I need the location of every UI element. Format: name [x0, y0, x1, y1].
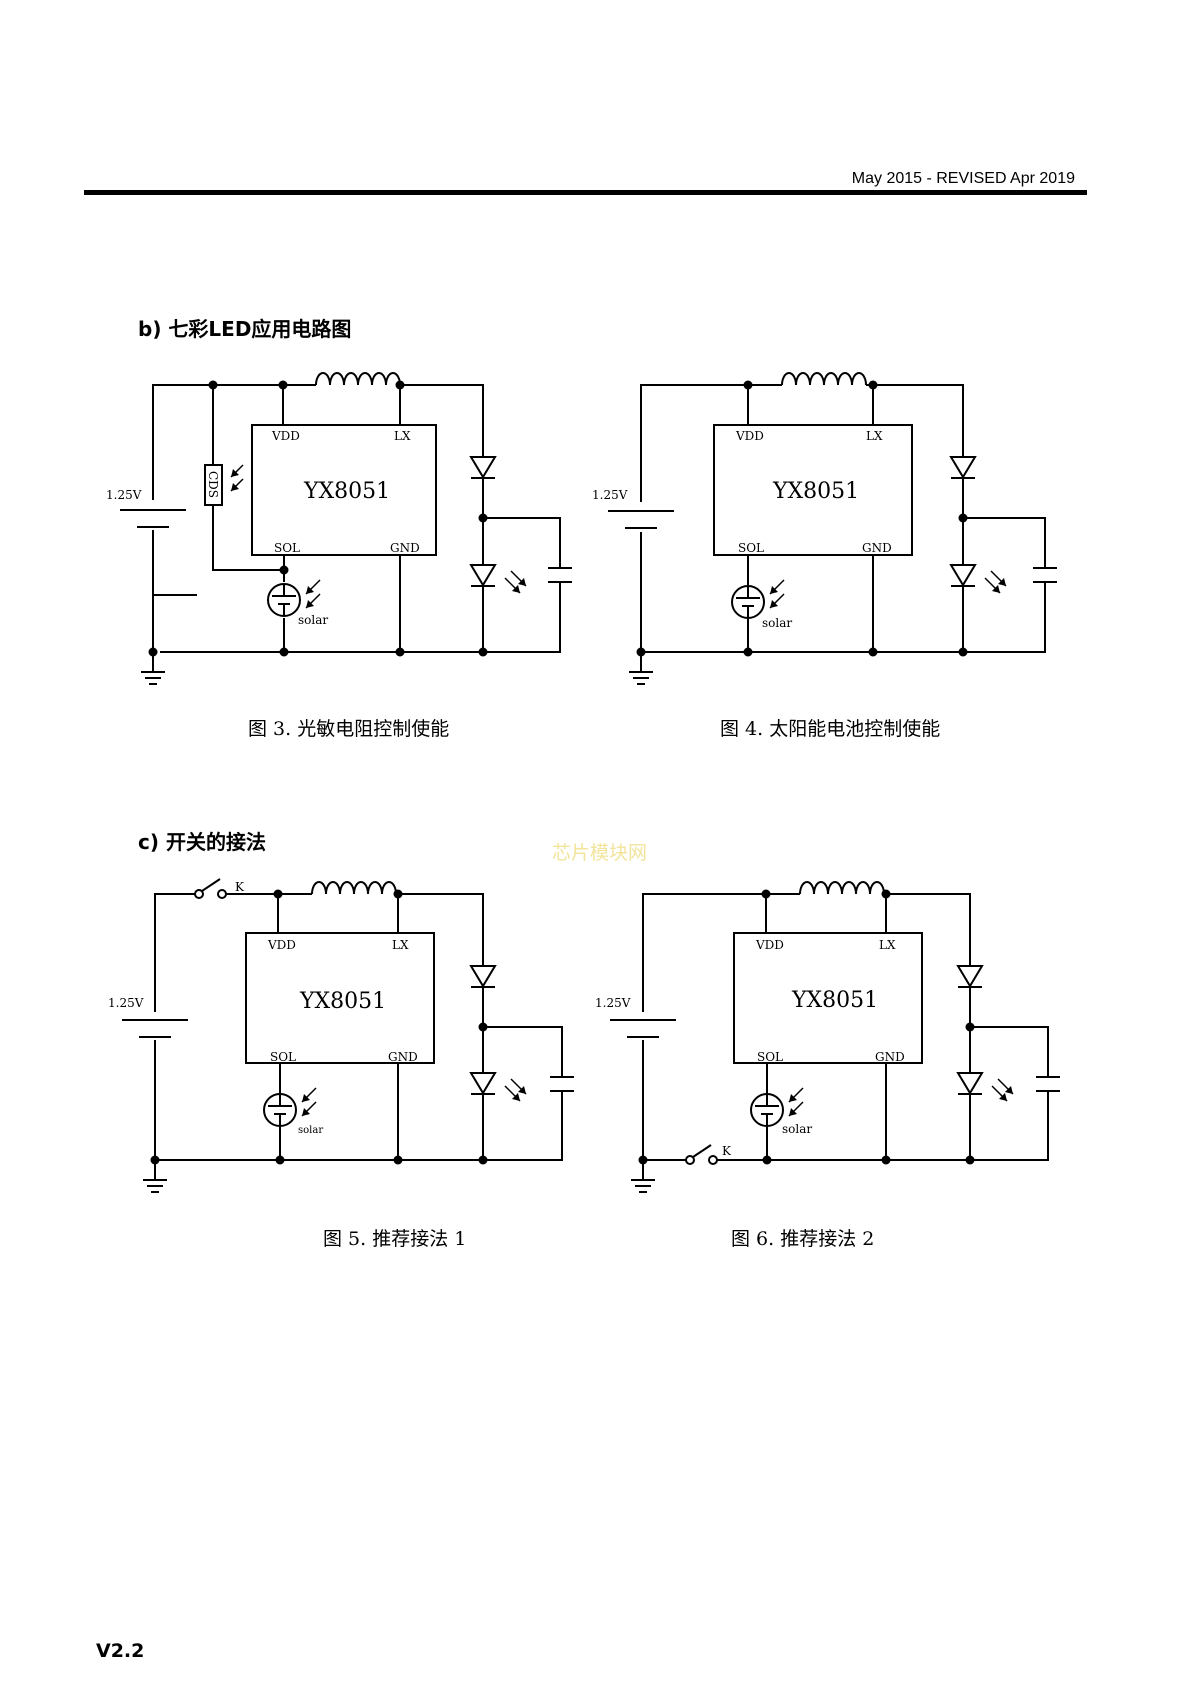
section-c-title: c) 开关的接法: [138, 830, 266, 854]
fig4-chip-name: YX8051: [772, 479, 859, 504]
fig5-switch-label: K: [235, 880, 245, 894]
fig3-junction-dots: [148, 380, 488, 657]
fig3-led-emit-arrows-icon: [504, 570, 527, 594]
fig4-lx-label: LX: [866, 429, 883, 443]
fig3-led-bottom: [469, 564, 497, 587]
fig6-inductor: [799, 881, 885, 895]
fig6-led-top: [956, 965, 984, 988]
fig6-battery-label: 1.25V: [595, 996, 631, 1010]
figure-6-caption: 图 6. 推荐接法 2: [731, 1228, 875, 1250]
fig4-vdd-label: VDD: [735, 429, 764, 443]
figure-4-caption: 图 4. 太阳能电池控制使能: [720, 718, 941, 740]
fig3-chip-name: YX8051: [303, 479, 390, 504]
fig4-junction-dots: [636, 380, 968, 657]
fig6-switch-label: K: [722, 1144, 732, 1158]
fig5-switch[interactable]: [194, 878, 227, 899]
fig5-battery-label: 1.25V: [108, 996, 144, 1010]
fig6-chip-name: YX8051: [791, 988, 878, 1013]
fig6-gnd-label: GND: [875, 1050, 905, 1064]
fig5-sol-label: SOL: [270, 1050, 296, 1064]
fig4-solar-light-arrows-icon: [769, 579, 785, 609]
fig3-cds-label: CDS: [206, 471, 220, 498]
fig6-solar-cell: [750, 1093, 784, 1127]
fig4-ground-icon: [629, 671, 653, 685]
fig4-gnd-label: GND: [862, 541, 892, 555]
fig6-solar-light-arrows-icon: [788, 1087, 804, 1117]
fig3-led-top: [469, 456, 497, 479]
fig4-led-top: [949, 456, 977, 479]
fig6-led-emit-arrows-icon: [991, 1078, 1014, 1102]
section-b-title: b) 七彩LED应用电路图: [138, 317, 352, 341]
fig4-sol-label: SOL: [738, 541, 764, 555]
watermark: 芯片模块网: [552, 842, 648, 864]
fig5-chip-box: [245, 932, 435, 1064]
fig6-vdd-label: VDD: [755, 938, 784, 952]
fig5-vdd-label: VDD: [267, 938, 296, 952]
header-rule: [84, 190, 1087, 195]
fig6-junction-dots: [638, 889, 975, 1165]
fig5-solar-cell: [263, 1093, 297, 1127]
fig5-ground-icon: [143, 1179, 167, 1193]
fig6-solar-label: solar: [782, 1122, 812, 1136]
fig4-led-emit-arrows-icon: [984, 570, 1007, 594]
fig4-capacitor: [1033, 567, 1057, 583]
fig6-switch[interactable]: [685, 1144, 718, 1165]
fig4-battery-label: 1.25V: [592, 488, 628, 502]
fig4-battery: [608, 502, 674, 532]
footer-version: V2.2: [96, 1640, 145, 1662]
fig3-vdd-label: VDD: [271, 429, 300, 443]
fig6-ground-icon: [631, 1179, 655, 1193]
fig4-solar-cell: [731, 585, 765, 619]
fig6-battery: [610, 1012, 676, 1040]
fig3-cds-resistor: CDS: [204, 464, 223, 506]
fig3-solar-label: solar: [298, 613, 328, 627]
fig3-battery: [120, 500, 186, 530]
fig3-inductor: [315, 372, 401, 386]
fig3-battery-label: 1.25V: [106, 488, 142, 502]
fig3-solar-light-arrows-icon: [305, 579, 321, 609]
fig5-junction-dots: [150, 889, 488, 1165]
fig5-led-bottom: [469, 1072, 497, 1095]
fig5-chip-name: YX8051: [299, 989, 386, 1014]
fig5-capacitor: [550, 1076, 574, 1092]
fig5-led-top: [469, 965, 497, 988]
fig3-ground-icon: [141, 671, 165, 685]
fig5-lx-label: LX: [392, 938, 409, 952]
fig5-solar-label: solar: [298, 1125, 323, 1136]
fig6-wires: [642, 893, 1049, 1180]
fig3-chip-box: [251, 424, 437, 556]
fig4-solar-label: solar: [762, 616, 792, 630]
fig3-solar-cell: [267, 583, 301, 617]
fig6-capacitor: [1036, 1076, 1060, 1092]
fig4-chip-box: [713, 424, 913, 556]
fig6-chip-box: [733, 932, 923, 1064]
fig6-lx-label: LX: [879, 938, 896, 952]
header-date-revision: May 2015 - REVISED Apr 2019: [851, 170, 1075, 187]
fig3-lx-label: LX: [394, 429, 411, 443]
fig3-sol-label: SOL: [274, 541, 300, 555]
fig5-led-emit-arrows-icon: [504, 1078, 527, 1102]
figure-5-caption: 图 5. 推荐接法 1: [323, 1228, 467, 1250]
figure-3-caption: 图 3. 光敏电阻控制使能: [248, 718, 450, 740]
fig5-inductor: [311, 881, 397, 895]
fig5-solar-light-arrows-icon: [301, 1087, 317, 1117]
fig4-led-bottom: [949, 564, 977, 587]
fig3-capacitor: [548, 567, 572, 583]
fig3-cds-light-arrows-icon: [230, 464, 244, 492]
fig3-gnd-label: GND: [390, 541, 420, 555]
fig5-gnd-label: GND: [388, 1050, 418, 1064]
fig4-inductor: [781, 372, 867, 386]
fig6-led-bottom: [956, 1072, 984, 1095]
fig5-battery: [122, 1012, 188, 1040]
fig6-sol-label: SOL: [757, 1050, 783, 1064]
